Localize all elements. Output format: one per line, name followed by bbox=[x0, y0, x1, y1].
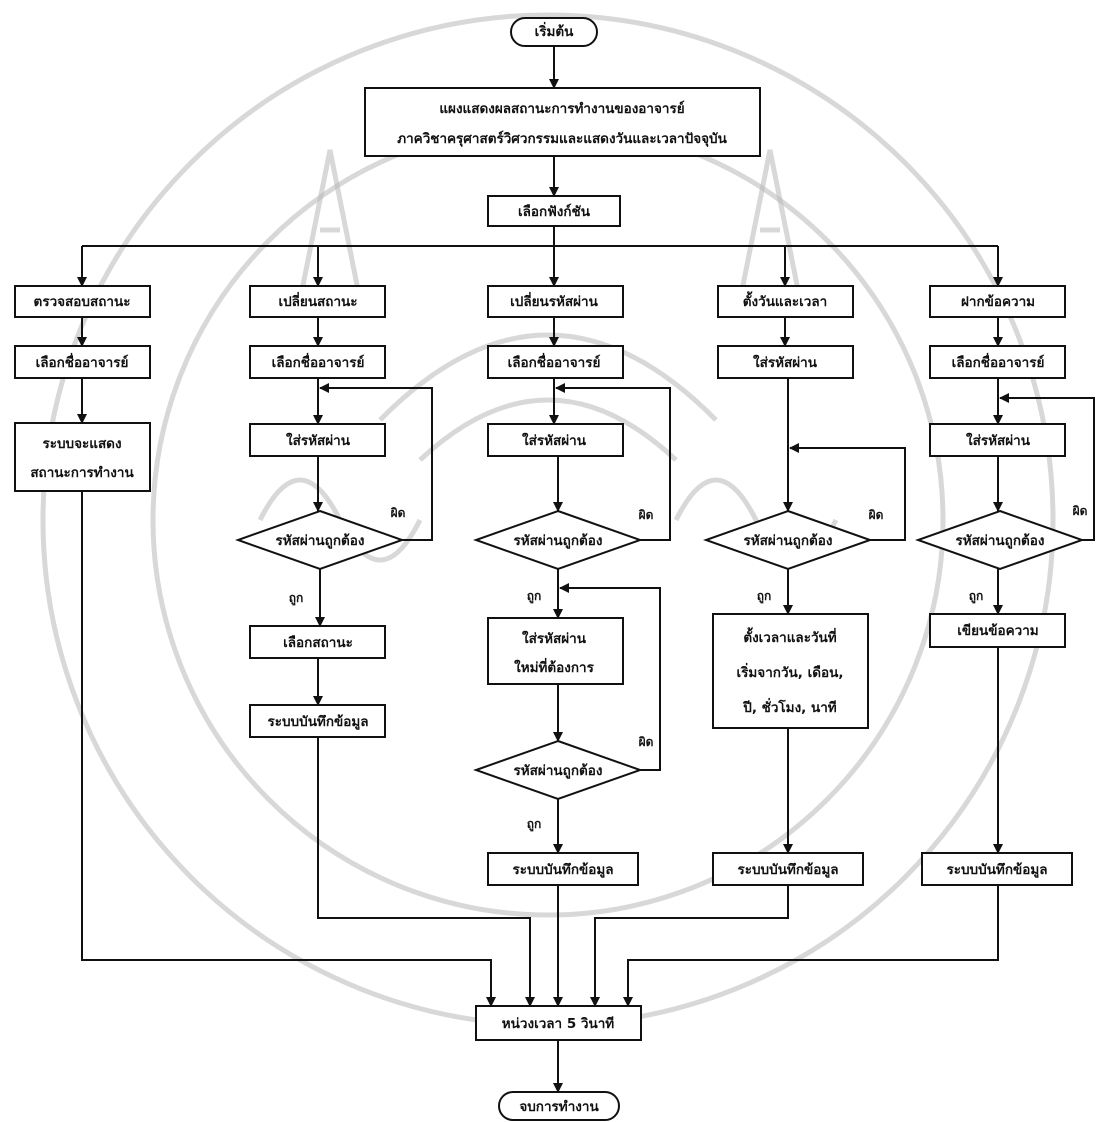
select-function-label: เลือกฟังก์ชัน bbox=[518, 203, 591, 220]
connectors bbox=[77, 46, 1095, 1093]
message-no-label: ผิด bbox=[1073, 504, 1088, 518]
password-new-line2: ใหม่ที่ต้องการ bbox=[514, 657, 595, 676]
change-select-teacher-label: เลือกชื่ออาจารย์ bbox=[272, 352, 365, 371]
message-save-label: ระบบบันทึกข้อมูล bbox=[946, 862, 1047, 878]
password-new-line1: ใส่รหัสผ่าน bbox=[522, 630, 587, 647]
change-yes-label: ถูก bbox=[289, 591, 304, 606]
message-check-password-diamond bbox=[915, 509, 1085, 571]
select-function-box bbox=[487, 195, 621, 227]
message-check-password-label: รหัสผ่านถูกต้อง bbox=[956, 533, 1045, 549]
password-new-password-box bbox=[487, 617, 624, 685]
message-write-label: เขียนข้อความ bbox=[957, 623, 1038, 639]
datetime-yes-label: ถูก bbox=[757, 589, 772, 604]
message-select-teacher-label: เลือกชื่ออาจารย์ bbox=[952, 352, 1045, 371]
change-no-label: ผิด bbox=[391, 506, 406, 520]
start-label: เริ่มต้น bbox=[535, 21, 575, 40]
delay-label: หน่วงเวลา 5 วินาที bbox=[502, 1016, 615, 1032]
password-save-box bbox=[487, 852, 639, 886]
change-status-label: เปลี่ยนสถานะ bbox=[278, 291, 357, 310]
password-new-yes-label: ถูก bbox=[527, 817, 542, 832]
datetime-title-label: ตั้งวันและเวลา bbox=[743, 291, 827, 310]
datetime-set-line3: ปี, ชั่วโมง, นาที bbox=[743, 697, 837, 716]
datetime-check-password-label: รหัสผ่านถูกต้อง bbox=[744, 533, 833, 549]
datetime-save-box bbox=[712, 852, 864, 886]
main-display-line1: แผงแสดงผลสถานะการทำงานของอาจารย์ bbox=[439, 100, 684, 117]
password-no-label: ผิด bbox=[639, 508, 654, 522]
datetime-set-line1: ตั้งเวลาและวันที่ bbox=[743, 627, 836, 646]
change-enter-password-label: ใส่รหัสผ่าน bbox=[286, 432, 351, 449]
datetime-set-line2: เริ่มจากวัน, เดือน, bbox=[737, 662, 844, 681]
main-display-box bbox=[364, 87, 761, 157]
password-select-teacher-box bbox=[487, 345, 624, 379]
message-yes-label: ถูก bbox=[969, 589, 984, 604]
password-select-teacher-label: เลือกชื่ออาจารย์ bbox=[508, 352, 601, 371]
change-check-password-label: รหัสผ่านถูกต้อง bbox=[276, 533, 365, 549]
password-yes-label: ถูก bbox=[527, 589, 542, 604]
message-enter-password-box bbox=[929, 423, 1066, 457]
password-title-label: เปลี่ยนรหัสผ่าน bbox=[510, 291, 598, 310]
password-check-new-label: รหัสผ่านถูกต้อง bbox=[514, 763, 603, 779]
password-enter-password-label: ใส่รหัสผ่าน bbox=[522, 432, 587, 449]
check-select-teacher-label: เลือกชื่ออาจารย์ bbox=[36, 352, 129, 371]
change-select-status-label: เลือกสถานะ bbox=[283, 635, 353, 651]
message-save-box bbox=[921, 852, 1073, 886]
check-status-label: ตรวจสอบสถานะ bbox=[34, 294, 131, 310]
check-show-line2: สถานะการทำงาน bbox=[30, 465, 134, 481]
datetime-set-box bbox=[712, 613, 869, 729]
change-save-box bbox=[249, 704, 386, 738]
password-new-no-label: ผิด bbox=[639, 735, 654, 749]
datetime-save-label: ระบบบันทึกข้อมูล bbox=[737, 862, 838, 878]
check-show-line1: ระบบจะแสดง bbox=[42, 436, 121, 452]
password-title-box bbox=[487, 285, 624, 318]
password-enter-password-box bbox=[487, 423, 624, 457]
check-status-box bbox=[14, 285, 151, 318]
change-save-label: ระบบบันทึกข้อมูล bbox=[267, 714, 368, 730]
password-check-password-label: รหัสผ่านถูกต้อง bbox=[514, 533, 603, 549]
main-display-line2: ภาควิชาครุศาสตร์วิศวกรรมและแสดงวันและเวล… bbox=[397, 130, 727, 147]
password-save-label: ระบบบันทึกข้อมูล bbox=[512, 862, 613, 878]
message-enter-password-label: ใส่รหัสผ่าน bbox=[966, 432, 1031, 449]
message-title-label: ฝากข้อความ bbox=[961, 294, 1035, 310]
end-label: จบการทำงาน bbox=[519, 1099, 599, 1115]
datetime-enter-password-label: ใส่รหัสผ่าน bbox=[753, 354, 818, 371]
check-select-teacher-box bbox=[14, 345, 151, 379]
datetime-no-label: ผิด bbox=[869, 508, 884, 522]
check-show-status-box bbox=[14, 422, 151, 492]
